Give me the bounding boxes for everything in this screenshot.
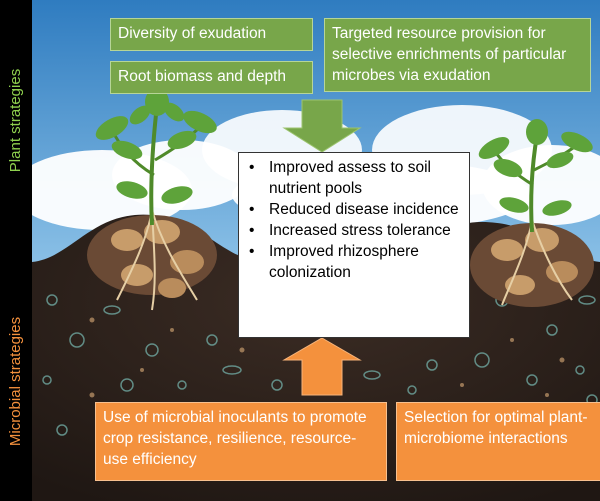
microbial-strategies-label: Microbial strategies — [7, 316, 25, 447]
down-arrow — [282, 99, 362, 153]
outcome-item: Increased stress tolerance — [247, 220, 463, 241]
scene: Diversity of exudation Root biomass and … — [32, 0, 600, 501]
root-biomass-box: Root biomass and depth — [110, 61, 313, 94]
selection-box: Selection for optimal plant-microbiome i… — [396, 402, 600, 481]
microbial-inoculants-box: Use of microbial inoculants to promote c… — [95, 402, 387, 481]
tomato-plant-left — [95, 88, 217, 226]
up-arrow — [282, 337, 362, 396]
outcomes-box: Improved assess to soil nutrient pools R… — [238, 152, 470, 338]
root-mound-left — [87, 209, 217, 311]
soil-particles — [89, 317, 565, 398]
targeted-resource-box: Targeted resource provision for selectiv… — [324, 18, 591, 92]
outcome-item: Improved rhizosphere colonization — [247, 241, 463, 283]
outcomes-list: Improved assess to soil nutrient pools R… — [247, 157, 463, 283]
plant-strategies-label: Plant strategies — [7, 68, 25, 172]
diversity-of-exudation-box: Diversity of exudation — [110, 18, 313, 51]
outcome-item: Improved assess to soil nutrient pools — [247, 157, 463, 199]
outcome-item: Reduced disease incidence — [247, 199, 463, 220]
tomato-plant-right — [478, 119, 593, 233]
root-mound-right — [470, 219, 594, 307]
